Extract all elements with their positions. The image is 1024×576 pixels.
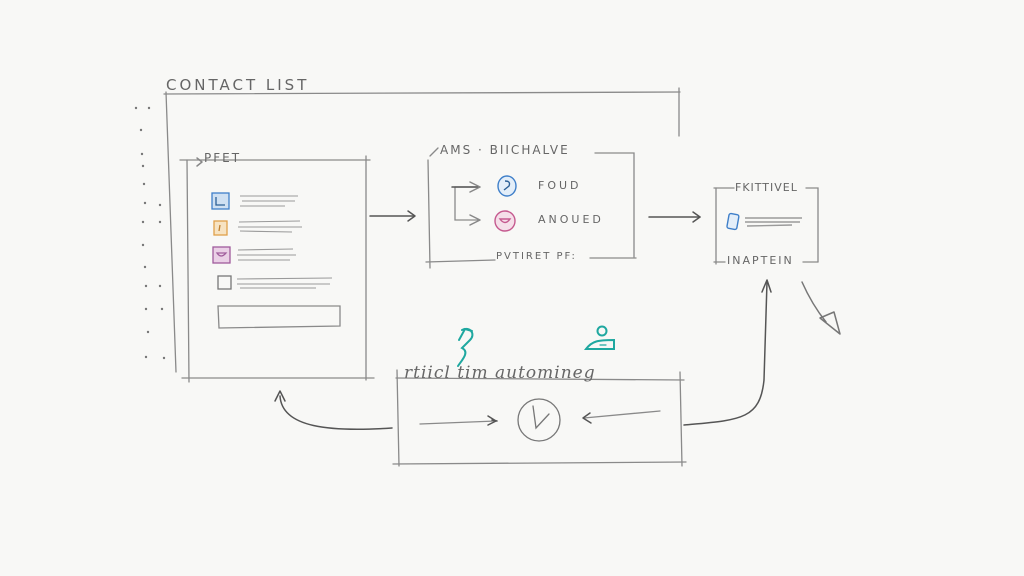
branch-label-anoued: ANOUED [538, 213, 604, 226]
smile-badge-icon [494, 210, 516, 232]
person-at-desk-icon [596, 325, 608, 337]
contact-list-title: CONTACT LIST [166, 76, 310, 94]
automation-panel-title: rtiicl tim automineg [404, 363, 596, 383]
note-icon [213, 220, 228, 236]
contact-panel-label: PFET [204, 151, 242, 165]
segment-panel-title: AMS · BIICHALVE [440, 143, 570, 157]
output-panel-title: FKITTIVEL [735, 181, 798, 194]
contact-list-frame [163, 87, 681, 373]
margin-dots [134, 106, 166, 360]
arrow-down-right [819, 311, 841, 335]
branch-label-foud: FOUD [538, 179, 582, 192]
segment-panel-frame [425, 147, 637, 269]
output-panel-frame [713, 187, 819, 265]
contact-panel-frame [179, 155, 375, 383]
automation-panel-frame [392, 369, 687, 467]
output-panel-footer: INAPTEIN [727, 254, 794, 267]
chart-icon [211, 192, 230, 210]
clock-badge-icon [497, 175, 517, 197]
arrow-back-to-contacts [279, 395, 393, 430]
segment-panel-footer: PVTIRET PF: [496, 251, 577, 262]
pointer-hand-icon [457, 328, 474, 367]
contact-item-lines [236, 195, 333, 289]
checkbox-icon [217, 275, 232, 290]
arrow-to-output-up [683, 281, 768, 426]
smile-icon [212, 246, 231, 264]
phone-icon [726, 212, 740, 231]
